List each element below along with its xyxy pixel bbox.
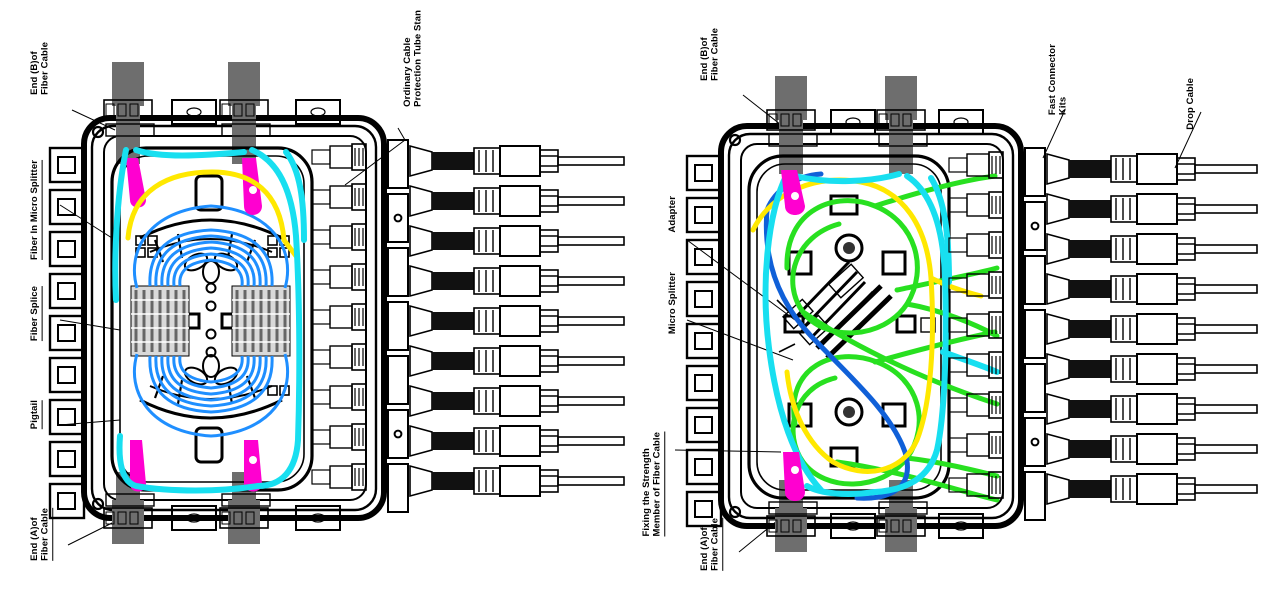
right-adapter-port bbox=[948, 191, 1004, 219]
right-adapter-port bbox=[948, 351, 1004, 379]
right-side-hinge-lugs bbox=[685, 154, 723, 528]
right-adapter-port bbox=[948, 311, 1004, 339]
label-adapter: Adapter bbox=[667, 196, 678, 233]
label-end-a-of-fiber-cable-right: End (A)of Fiber Cable bbox=[699, 518, 724, 571]
right-drop-cable bbox=[1046, 272, 1258, 306]
right-adapter-port-row bbox=[948, 151, 1004, 499]
left-adapter-port bbox=[311, 263, 367, 291]
left-adapter-port-row bbox=[311, 143, 367, 491]
right-drop-cable bbox=[1046, 152, 1258, 186]
left-drop-cable bbox=[409, 264, 625, 298]
left-blank-port-top bbox=[171, 99, 341, 125]
label-end-b-of-fiber-cable: End (B)of Fiber Cable bbox=[29, 42, 51, 95]
label-drop-cable: Drop Cable bbox=[1185, 78, 1196, 130]
right-splice-tray bbox=[747, 154, 951, 500]
left-splice-fiber-bundle bbox=[132, 204, 290, 438]
right-strain-relief-wedges bbox=[781, 170, 805, 501]
right-drop-cable bbox=[1046, 472, 1258, 506]
left-adapter-port bbox=[311, 383, 367, 411]
left-adapter-port bbox=[311, 183, 367, 211]
left-adapter-port bbox=[311, 143, 367, 171]
left-drop-cable bbox=[409, 384, 625, 418]
right-adapter-port bbox=[948, 151, 1004, 179]
right-drop-cable-row bbox=[1046, 152, 1258, 506]
left-drop-cable bbox=[409, 304, 625, 338]
label-end-b-of-fiber-cable-right: End (B)of Fiber Cable bbox=[699, 28, 721, 81]
left-adapter-port bbox=[311, 463, 367, 491]
label-fixing-the-strength-member: Fixing the Strength Member of Fiber Cabl… bbox=[641, 432, 666, 537]
right-drop-cable bbox=[1046, 312, 1258, 346]
right-drop-cable bbox=[1046, 432, 1258, 466]
left-side-hinge-lugs bbox=[48, 146, 86, 520]
right-gland-top-1 bbox=[766, 76, 818, 174]
panel-left-splice-view: End (B)of Fiber Cable Fiber In Micro Spl… bbox=[29, 10, 625, 561]
left-blank-port-bottom bbox=[171, 505, 341, 531]
label-fast-connector-kits: Fast Connector Kits bbox=[1047, 44, 1069, 116]
right-adapter-port bbox=[948, 431, 1004, 459]
right-drop-cable bbox=[1046, 192, 1258, 226]
right-enclosure-drawing bbox=[674, 76, 1258, 553]
left-adapter-port bbox=[311, 343, 367, 371]
left-mount-rail bbox=[387, 139, 409, 513]
label-end-a-of-fiber-cable: End (A)of Fiber Cable bbox=[29, 508, 54, 561]
left-gland-top-2 bbox=[219, 62, 271, 164]
label-fiber-splice: Fiber Splice bbox=[29, 286, 43, 342]
left-drop-cable bbox=[409, 424, 625, 458]
right-drop-cable bbox=[1046, 392, 1258, 426]
right-adapter-port bbox=[948, 391, 1004, 419]
right-mount-rail bbox=[1024, 147, 1046, 521]
right-drop-cable bbox=[1046, 232, 1258, 266]
left-drop-cable bbox=[409, 144, 625, 178]
right-adapter-port bbox=[948, 231, 1004, 259]
right-drop-cable bbox=[1046, 352, 1258, 386]
label-ordinary-cable-protection-tube: Ordinary Cable Protection Tube Stan bbox=[402, 10, 424, 107]
right-adapter-port bbox=[948, 471, 1004, 499]
left-drop-cable bbox=[409, 224, 625, 258]
left-drop-cable-row bbox=[409, 144, 625, 498]
panel-right-patchcord-view: End (B)of Fiber Cable Adapter Micro Spli… bbox=[635, 0, 1270, 605]
left-drop-cable bbox=[409, 184, 625, 218]
label-pigtail: Pigtail bbox=[29, 400, 43, 430]
left-drop-cable bbox=[409, 464, 625, 498]
left-adapter-port bbox=[311, 303, 367, 331]
right-blank-port-top bbox=[830, 109, 984, 135]
left-loose-tube-cyan bbox=[112, 147, 307, 494]
left-strain-relief-wedges bbox=[126, 158, 262, 492]
left-drop-cable bbox=[409, 344, 625, 378]
label-fiber-in-micro-splitter: Fiber In Micro Splitter bbox=[29, 160, 43, 260]
left-adapter-port bbox=[311, 223, 367, 251]
right-adapter-port bbox=[948, 271, 1004, 299]
label-micro-splitter: Micro Splitter bbox=[667, 272, 678, 335]
left-enclosure-drawing bbox=[48, 62, 625, 546]
right-blank-port-bottom bbox=[830, 513, 984, 539]
left-adapter-port bbox=[311, 423, 367, 451]
